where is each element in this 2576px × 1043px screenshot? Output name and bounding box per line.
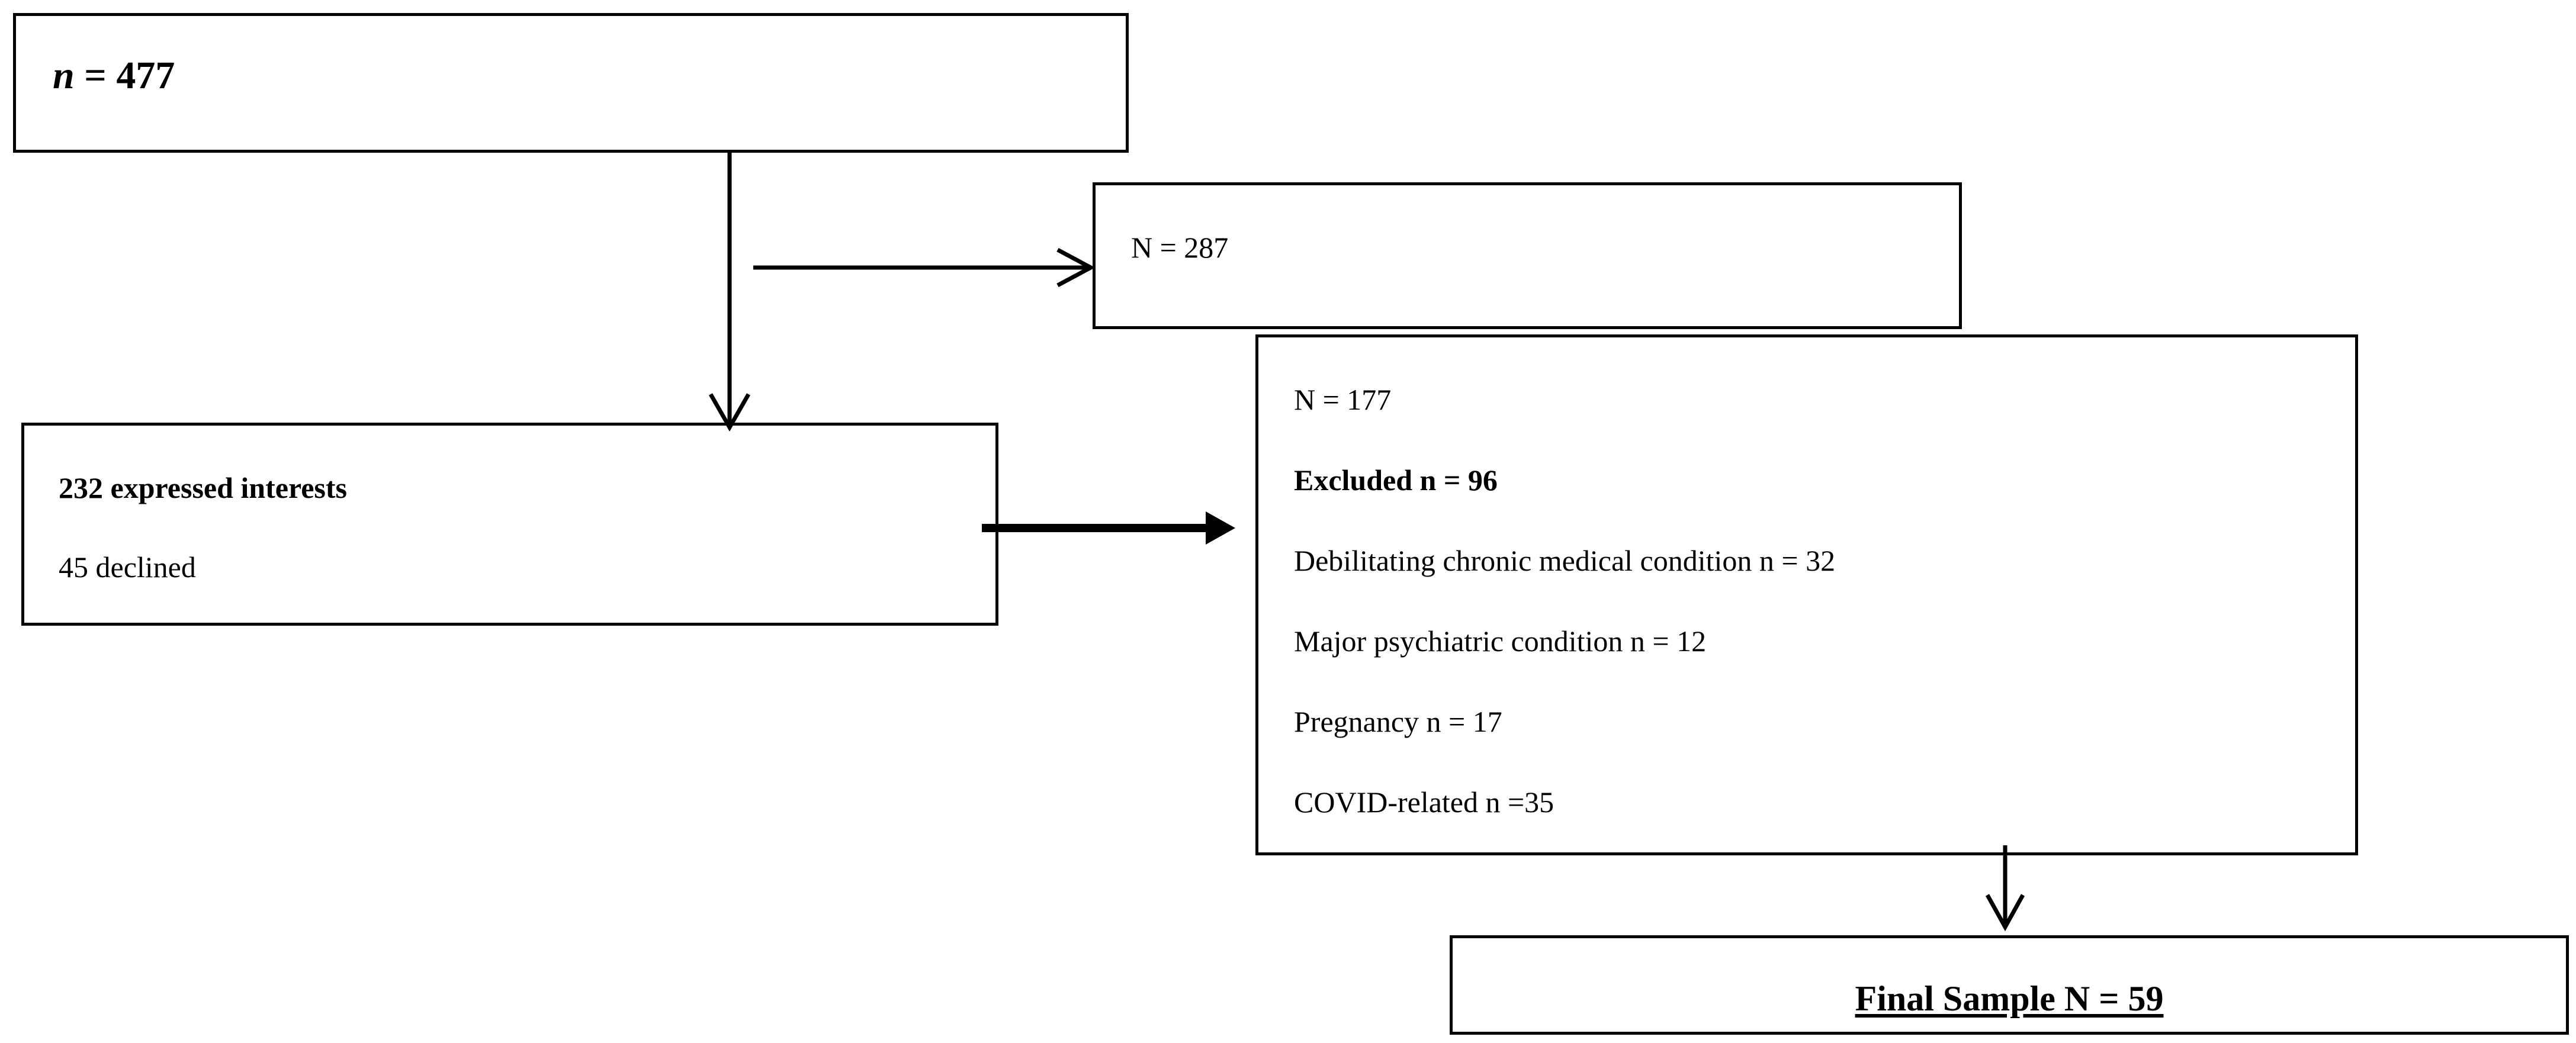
- exclusion-reason: Major psychiatric condition n = 12: [1294, 624, 1707, 658]
- screen-excluded: Excluded n = 96: [1294, 463, 1498, 497]
- final-box-text: Final Sample N = 59: [1855, 979, 2164, 1018]
- screen-total: N = 177: [1294, 383, 1392, 416]
- exclusion-reason: Pregnancy n = 17: [1294, 705, 1502, 738]
- arrow-interest-to-screen-head: [1206, 511, 1235, 545]
- start-n-label: n: [53, 54, 75, 97]
- start-box: n = 477: [13, 13, 1129, 153]
- exclusion-reason: Debilitating chronic medical condition n…: [1294, 544, 1836, 577]
- side-box: N = 287: [1093, 182, 1962, 329]
- start-n-value: = 477: [84, 54, 175, 97]
- arrow-screen-to-final: [1985, 845, 2025, 932]
- interest-box-line1: 232 expressed interests: [59, 471, 347, 504]
- interest-box-line2: 45 declined: [59, 551, 196, 584]
- exclusion-reason: COVID-related n =35: [1294, 786, 1554, 819]
- arrow-start-to-interest: [708, 153, 751, 432]
- interest-box: 232 expressed interests 45 declined: [21, 423, 998, 626]
- arrow-to-side-box: [753, 247, 1096, 288]
- side-box-text: N = 287: [1131, 231, 1229, 264]
- final-box: Final Sample N = 59: [1450, 935, 2569, 1035]
- start-count: n = 477: [53, 56, 175, 95]
- screen-box: N = 177 Excluded n = 96 Debilitating chr…: [1255, 334, 2358, 855]
